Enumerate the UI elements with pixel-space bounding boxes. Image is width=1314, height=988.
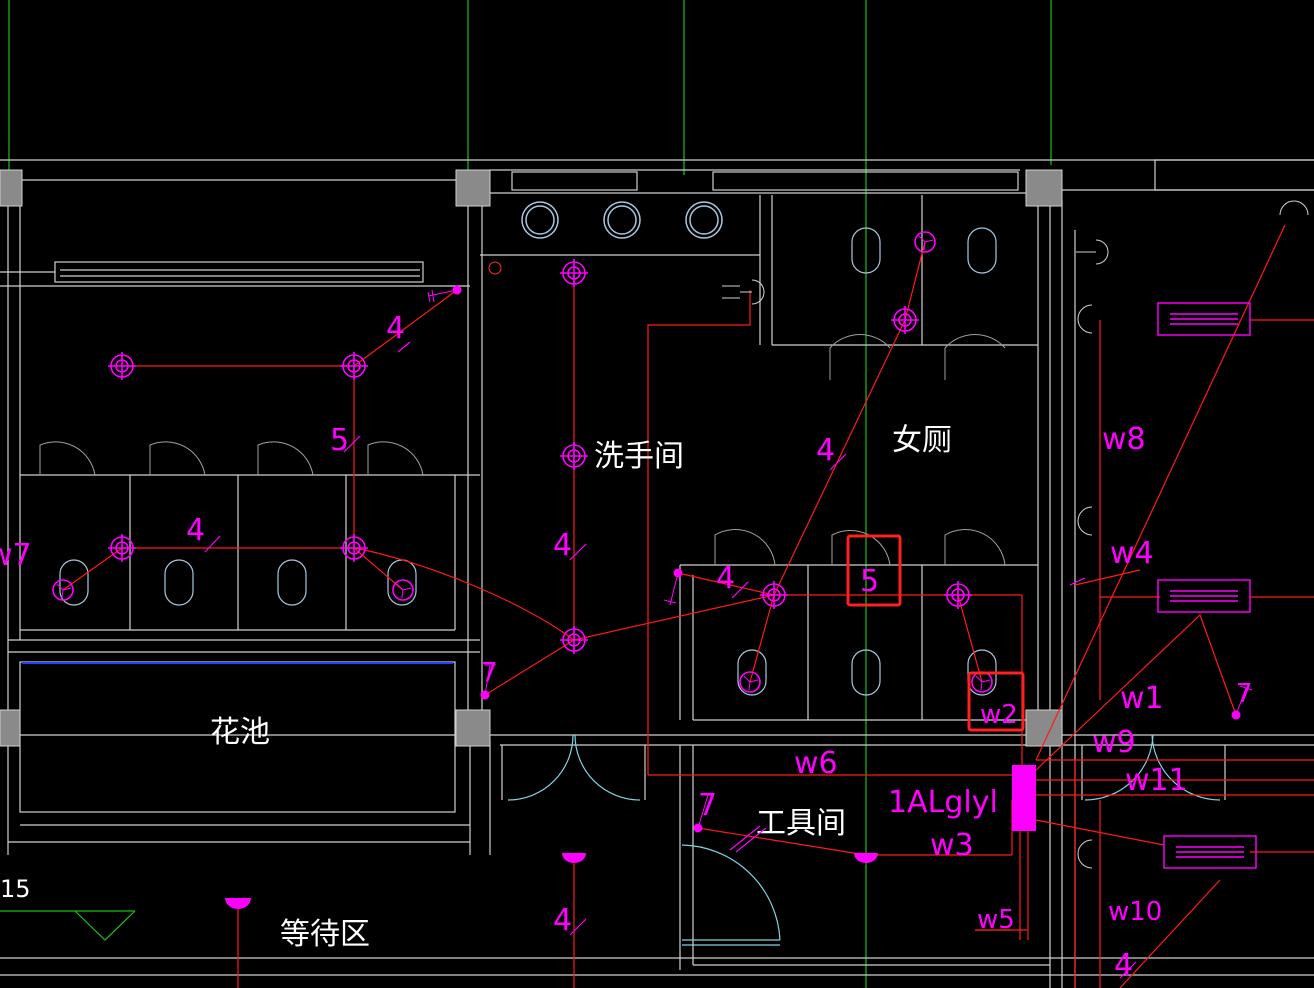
wall-lamp-icon	[225, 898, 251, 909]
wire-count-label: 4	[1114, 948, 1133, 983]
exhaust-fan-icon	[739, 671, 761, 693]
ceiling-light-icon	[560, 442, 588, 470]
wire-count-label: 5	[330, 423, 349, 458]
ceiling-light-icon	[760, 581, 788, 609]
ceiling-light-icon	[108, 352, 136, 380]
wire-count-label: 7	[1236, 679, 1253, 709]
stall-doors	[39, 334, 1006, 566]
washbasin-icons	[521, 201, 723, 239]
room-label-tool-room: 工具间	[756, 806, 846, 841]
fluorescent-lamp-icon	[1163, 835, 1257, 869]
walls	[0, 159, 1314, 988]
ceiling-light-icon	[340, 534, 368, 562]
wiring	[62, 224, 1314, 988]
circuit-label-w10: w10	[1108, 897, 1162, 927]
panel-label: 1ALglyl	[888, 785, 998, 820]
exhaust-fan-icon	[914, 231, 936, 253]
circuit-label-w9: w9	[1092, 725, 1136, 760]
socket-icon	[1077, 304, 1093, 334]
wire-count-label: 4	[553, 903, 572, 938]
doors	[507, 734, 1221, 946]
ceiling-light-icon	[340, 352, 368, 380]
ceiling-light-icon	[560, 259, 588, 287]
fluorescent-lamp-icon	[1157, 579, 1251, 613]
socket-icon	[1076, 239, 1109, 265]
room-label-flower-bed: 花池	[210, 715, 270, 750]
exhaust-fan-icon	[971, 671, 993, 693]
wall-lamp-icon	[562, 853, 586, 863]
wire-count-label: 4	[186, 513, 205, 548]
wire-count-label: 4	[816, 433, 835, 468]
wire-tick-marks	[204, 341, 1137, 979]
wire-count-label-highlighted: 5	[860, 564, 879, 599]
highlight-box-5	[846, 534, 902, 607]
ceiling-light-icon-group	[108, 259, 972, 654]
switch-icon	[1231, 685, 1253, 720]
circuit-label-w3: w3	[930, 828, 974, 863]
socket-icon	[1077, 506, 1093, 536]
axis-lines	[0, 0, 1052, 988]
fluorescent-lamp-icon	[1157, 302, 1251, 336]
fluorescent-lamp-icon-group	[1157, 302, 1257, 869]
circuit-label-w1: w1	[1120, 681, 1164, 716]
circuit-label-w6: w6	[794, 746, 838, 781]
distribution-panel-icon	[1012, 765, 1036, 831]
edge-label-15: 15	[0, 875, 31, 903]
socket-icon	[1077, 839, 1093, 869]
circuit-label-w8: w8	[1102, 422, 1146, 457]
switch-icon	[427, 285, 462, 303]
wire-count-label: 7	[481, 658, 498, 688]
circuit-label-w2: w2	[980, 700, 1018, 730]
exhaust-fan-icon	[392, 579, 414, 601]
switch-icon-group	[427, 285, 1253, 833]
room-label-women-toilet: 女厕	[892, 423, 952, 458]
wall-lamp-icon-group	[225, 853, 878, 909]
wire-count-label: 7	[698, 788, 717, 823]
circuit-label-w7-partial: w7	[0, 538, 32, 573]
exhaust-fan-icon-group	[52, 231, 993, 693]
room-label-waiting-area: 等待区	[280, 917, 370, 952]
wall-lamp-icon	[854, 853, 878, 863]
circuit-label-w5: w5	[977, 905, 1015, 935]
ceiling-light-icon	[108, 534, 136, 562]
exhaust-fan-icon	[52, 579, 74, 601]
floor-drain-icon	[488, 261, 502, 275]
socket-icon	[722, 279, 765, 305]
columns	[0, 169, 1063, 747]
switch-icon	[480, 664, 496, 700]
circuit-label-w11: w11	[1125, 763, 1188, 798]
wire-count-label: 4	[386, 311, 405, 346]
highlight-box-w2	[967, 671, 1025, 732]
ceiling-light-icon	[944, 581, 972, 609]
switch-icon	[663, 568, 683, 606]
socket-icon	[1279, 200, 1309, 216]
wire-count-label: 4	[553, 528, 572, 563]
circuit-label-w4: w4	[1110, 536, 1154, 571]
ceiling-light-icon	[560, 626, 588, 654]
room-label-washroom: 洗手间	[594, 439, 684, 474]
socket-icon-group	[722, 200, 1309, 869]
switch-icon	[693, 794, 709, 833]
wire-count-label: 4	[716, 561, 735, 596]
ceiling-light-icon	[891, 306, 919, 334]
